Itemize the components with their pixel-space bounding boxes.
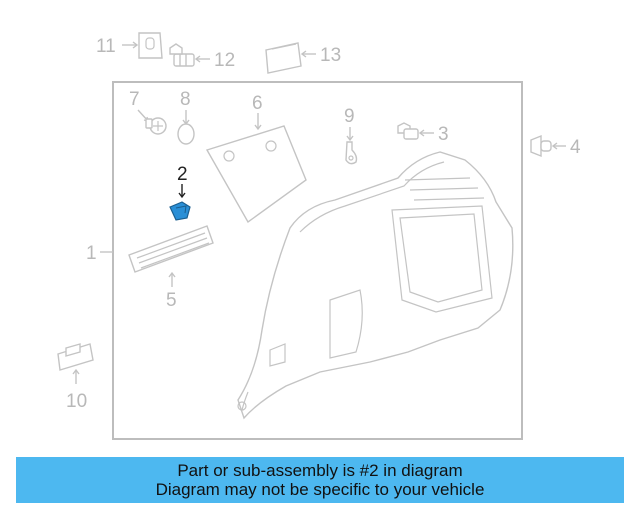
callout-5: 5 <box>166 290 177 311</box>
callout-12: 12 <box>214 50 235 71</box>
callout-6: 6 <box>252 93 263 114</box>
part-9-hook-icon <box>345 141 358 165</box>
callout-13: 13 <box>320 45 341 66</box>
part-5-grille-icon <box>128 225 214 273</box>
part-2-clip-icon <box>169 201 191 221</box>
part-7-screw-icon <box>145 117 167 135</box>
part-info-banner: Part or sub-assembly is #2 in diagram Di… <box>16 457 624 503</box>
assembly-frame <box>112 81 523 440</box>
part-1-trim-panel-icon <box>237 151 514 420</box>
callout-3: 3 <box>438 124 449 145</box>
part-3-bolt-icon <box>397 122 419 140</box>
callout-4: 4 <box>570 137 581 158</box>
part-11-clip-bracket-icon <box>138 32 163 59</box>
part-6-cover-panel-icon <box>205 125 307 224</box>
callout-11: 11 <box>96 36 116 57</box>
part-4-fastener-icon <box>530 134 552 158</box>
callout-1: 1 <box>86 243 97 264</box>
callout-8: 8 <box>180 89 191 110</box>
part-10-bracket-icon <box>57 343 94 371</box>
callout-7: 7 <box>129 89 140 110</box>
part-13-cap-icon <box>265 42 302 74</box>
callout-2: 2 <box>177 164 188 185</box>
callout-10: 10 <box>66 391 87 412</box>
part-info-line: Part or sub-assembly is #2 in diagram <box>177 461 463 480</box>
callout-9: 9 <box>344 106 355 127</box>
parts-diagram: 11 12 13 7 8 6 9 <box>57 32 581 440</box>
disclaimer-line: Diagram may not be specific to your vehi… <box>155 480 485 499</box>
part-12-bolt-icon <box>169 43 195 67</box>
part-8-ring-icon <box>177 123 195 145</box>
